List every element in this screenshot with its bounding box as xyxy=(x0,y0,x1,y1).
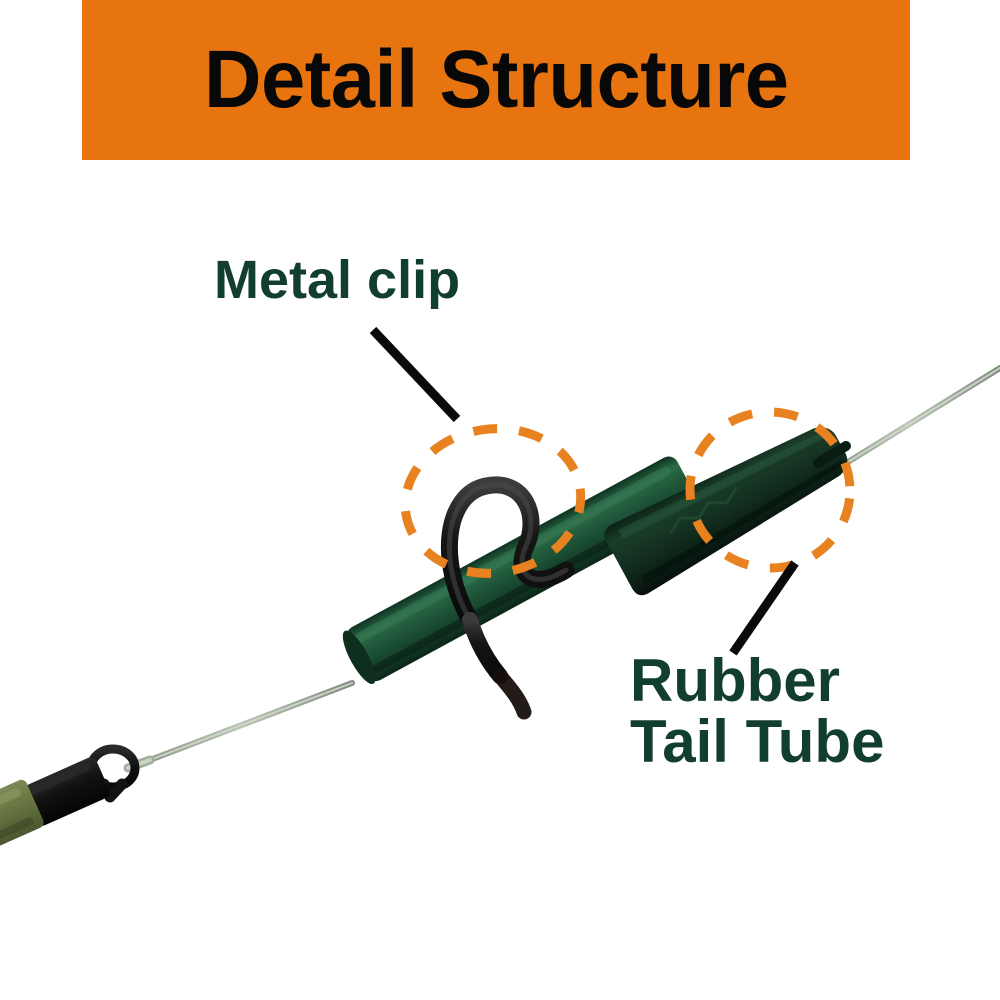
label-metal-clip: Metal clip xyxy=(214,250,461,310)
label-rubber-tail-tube: Rubber Tail Tube xyxy=(630,650,884,772)
metal-clip xyxy=(440,476,575,720)
rubber-tail-tube xyxy=(604,427,851,596)
metal-clip-highlight-circle xyxy=(400,424,586,578)
label-rubber-tail-tube-line1: Rubber xyxy=(630,647,840,714)
rubber-tail-tube-pointer-line xyxy=(729,560,799,656)
fishing-line-lower xyxy=(123,680,355,773)
page-title: Detail Structure xyxy=(203,34,789,125)
fishing-line-upper xyxy=(832,365,1000,473)
header-banner: Detail Structure xyxy=(82,0,910,160)
rubber-tail-tube-highlight-circle xyxy=(685,407,855,573)
metal-clip-pointer-line xyxy=(369,326,461,423)
swivel xyxy=(23,744,140,826)
label-rubber-tail-tube-line2: Tail Tube xyxy=(630,708,885,776)
lead-clip-body xyxy=(0,779,44,867)
